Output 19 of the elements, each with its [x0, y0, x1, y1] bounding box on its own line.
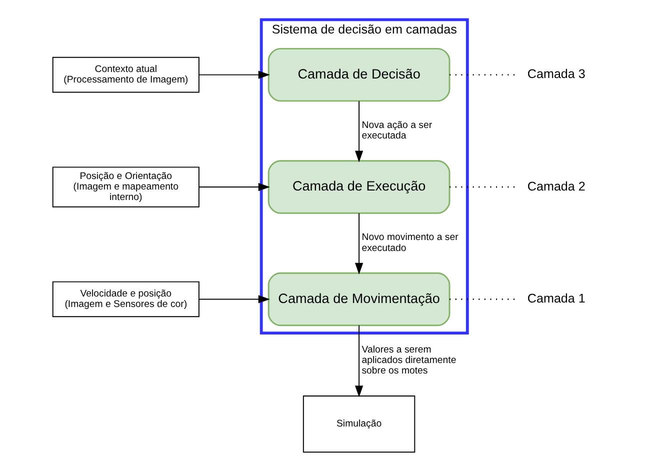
- node-text: Camada 2: [527, 179, 586, 194]
- node-box: Posição e Orientação (Imagem e mapeamento interno): [52, 166, 200, 208]
- arrow: [198, 70, 270, 79]
- edge-label: Nova ação a ser executada: [362, 120, 432, 142]
- node-text: Camada 3: [527, 67, 586, 82]
- arrow: [198, 182, 270, 192]
- arrow: [354, 100, 364, 162]
- node-box: Velocidade e posição (Imagem e Sensores de cor): [52, 281, 200, 318]
- node-box: Simulação: [302, 396, 416, 453]
- node-text: Camada 1: [527, 292, 586, 306]
- edge-label: Valores a serem aplicados diretamente sobre os motes: [362, 344, 456, 377]
- arrow: [198, 295, 270, 304]
- node-box: Camada de Execução: [268, 160, 450, 214]
- arrow: [354, 212, 364, 275]
- edge-label: Novo movimento a ser executado: [362, 232, 458, 254]
- arrow: [354, 324, 364, 398]
- node-box: Camada de Movimentação: [268, 272, 450, 326]
- node-box: Contexto atual (Processamento de Imagem): [52, 56, 200, 93]
- node-box: Camada de Decisão: [268, 48, 450, 102]
